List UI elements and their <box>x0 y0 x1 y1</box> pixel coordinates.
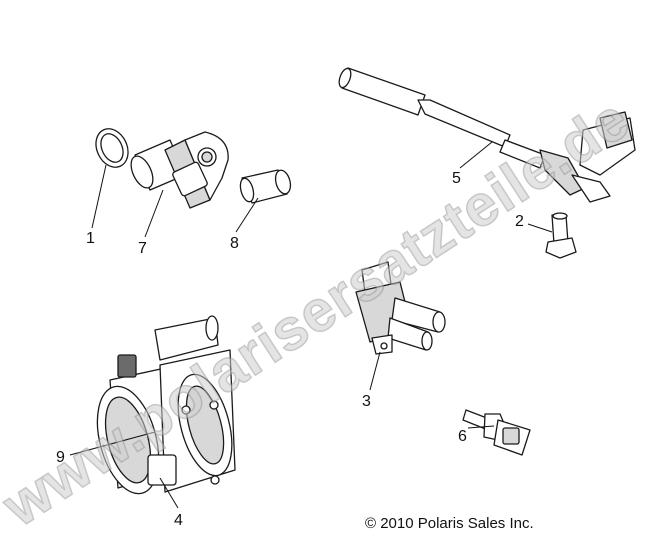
bolt-part-2[interactable] <box>545 212 577 259</box>
leader-6 <box>467 425 495 429</box>
callout-4: 4 <box>174 512 183 529</box>
sleeve-part-8[interactable] <box>238 169 293 204</box>
callout-3: 3 <box>362 393 371 410</box>
leader-1 <box>91 164 107 229</box>
temp-sensor-part-6[interactable] <box>462 409 531 456</box>
callout-2: 2 <box>515 213 524 230</box>
leader-9 <box>69 431 156 456</box>
leader-8 <box>235 197 259 233</box>
copyright-text: © 2010 Polaris Sales Inc. <box>365 515 534 532</box>
valve-part-3[interactable] <box>355 261 446 355</box>
leader-7 <box>144 189 164 238</box>
speed-sensor-part-5[interactable] <box>337 67 636 203</box>
sensor-part-7[interactable] <box>127 131 229 209</box>
leader-4 <box>159 477 179 509</box>
o-ring-part-1[interactable] <box>90 124 134 173</box>
leader-2 <box>527 223 553 233</box>
watermark-text: www.polarisersatzteile.de <box>0 86 641 540</box>
callout-6: 6 <box>458 428 467 445</box>
callout-7: 7 <box>138 240 147 257</box>
leader-5 <box>459 141 493 169</box>
throttle-body-part-4[interactable] <box>87 315 242 500</box>
callout-9: 9 <box>56 449 65 466</box>
callout-8: 8 <box>230 235 239 252</box>
callout-1: 1 <box>86 230 95 247</box>
callout-5: 5 <box>452 170 461 187</box>
leader-3 <box>369 351 381 391</box>
